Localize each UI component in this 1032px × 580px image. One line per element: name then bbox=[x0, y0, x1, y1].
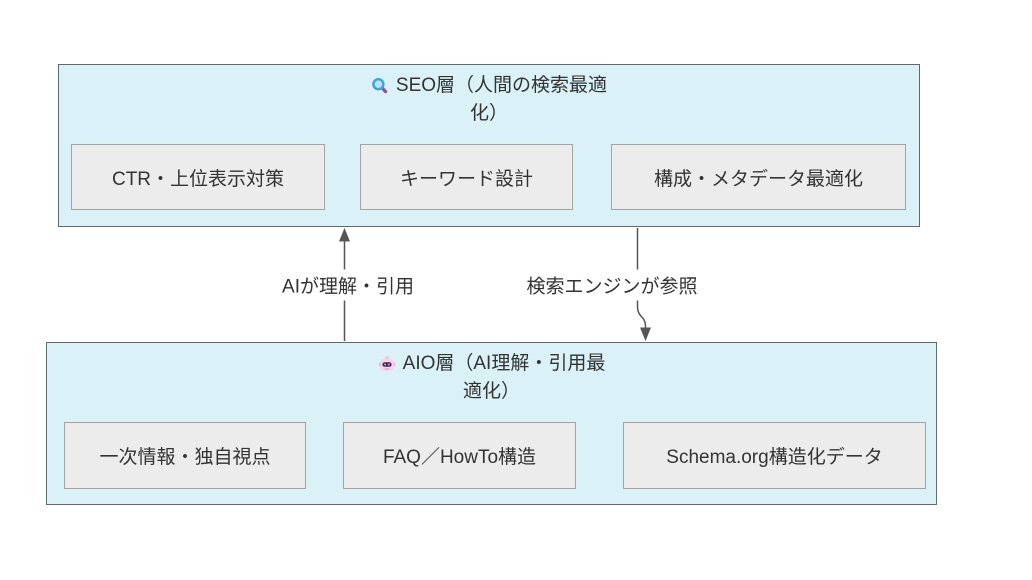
seo-layer-title: SEO層（人間の検索最適 化） bbox=[59, 72, 919, 128]
node-structure-metadata: 構成・メタデータ最適化 bbox=[611, 144, 906, 210]
magnifier-icon bbox=[371, 77, 389, 95]
node-schema-org: Schema.org構造化データ bbox=[623, 422, 926, 489]
edge-label-search-engine: 検索エンジンが参照 bbox=[520, 269, 704, 301]
node-ctr-ranking: CTR・上位表示対策 bbox=[71, 144, 325, 210]
node-keyword-design: キーワード設計 bbox=[360, 144, 573, 210]
aio-layer-title-line1: AIO層（AI理解・引用最 bbox=[402, 353, 606, 374]
seo-layer-container: SEO層（人間の検索最適 化） CTR・上位表示対策 キーワード設計 構成・メタ… bbox=[58, 64, 920, 227]
aio-layer-container: AIO層（AI理解・引用最 適化） 一次情報・独自視点 FAQ／HowTo構造 … bbox=[46, 342, 937, 505]
robot-icon bbox=[378, 355, 396, 373]
seo-layer-title-line1: SEO層（人間の検索最適 bbox=[395, 75, 608, 96]
aio-layer-title-row: AIO層（AI理解・引用最 bbox=[47, 350, 936, 378]
node-primary-info: 一次情報・独自視点 bbox=[64, 422, 306, 489]
aio-layer-title-line2: 適化） bbox=[462, 381, 520, 402]
edge-label-ai-cites: AIが理解・引用 bbox=[276, 269, 420, 301]
aio-layer-title: AIO層（AI理解・引用最 適化） bbox=[47, 350, 936, 406]
node-faq-howto: FAQ／HowTo構造 bbox=[343, 422, 576, 489]
seo-layer-title-line2: 化） bbox=[469, 103, 508, 124]
seo-layer-title-row: SEO層（人間の検索最適 bbox=[59, 72, 919, 100]
